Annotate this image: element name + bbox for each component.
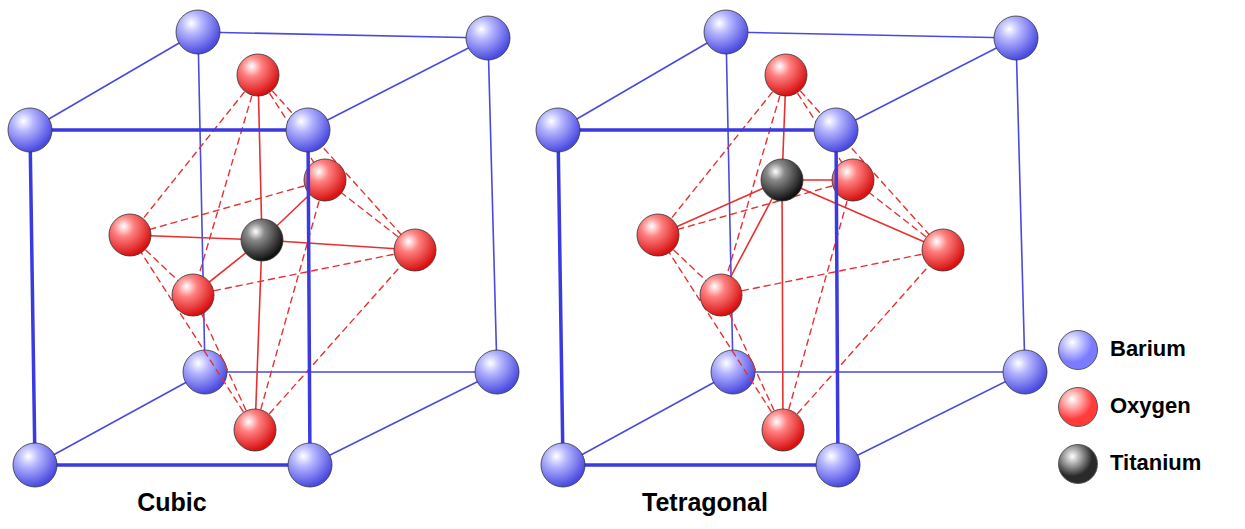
barium-atom <box>1003 350 1047 394</box>
barium-atom <box>536 108 580 152</box>
oxygen-atom <box>637 214 679 256</box>
oxygen-atom <box>234 409 276 451</box>
legend-text: Barium <box>1110 336 1186 362</box>
cube-edge <box>726 32 1016 38</box>
cube-edge <box>836 130 838 465</box>
barium-atom <box>816 443 860 487</box>
barium-atom <box>704 10 748 54</box>
legend-text: Titanium <box>1110 450 1201 476</box>
titanium-atom <box>761 159 803 201</box>
octahedron-edge <box>721 295 783 430</box>
octahedron-edge <box>130 75 258 235</box>
cube-edge <box>1016 38 1025 372</box>
cube-edge <box>310 372 497 465</box>
barium-atom <box>475 350 519 394</box>
cube-edge <box>308 38 488 130</box>
oxygen-atom <box>700 274 742 316</box>
octahedron-edge <box>193 75 258 295</box>
oxygen-atom <box>109 214 151 256</box>
oxygen-atom <box>394 229 436 271</box>
cube-edge <box>838 372 1025 465</box>
titanium-atom <box>241 219 283 261</box>
cube-edge <box>563 372 733 465</box>
barium-atom <box>176 10 220 54</box>
barium-atom <box>711 350 755 394</box>
legend-swatch <box>1058 330 1098 370</box>
cube-edge <box>836 38 1016 130</box>
cube-edge <box>30 128 308 132</box>
ti-o-bond <box>258 75 262 240</box>
oxygen-atom <box>832 159 874 201</box>
oxygen-atom <box>304 159 346 201</box>
structure-label: Tetragonal <box>642 488 768 517</box>
octahedron-edge <box>130 235 255 430</box>
octahedron-edge <box>658 75 786 235</box>
oxygen-atom <box>237 54 279 96</box>
cube-edge <box>558 130 563 465</box>
oxygen-atom <box>765 54 807 96</box>
cube-edge <box>308 130 310 465</box>
cube-edge <box>35 372 205 465</box>
barium-atom <box>814 108 858 152</box>
octahedron-edge <box>255 180 325 430</box>
cube-edge <box>198 32 205 372</box>
cube-edge <box>205 371 497 373</box>
barium-atom <box>8 108 52 152</box>
ti-o-bond <box>782 180 783 430</box>
legend-text: Oxygen <box>1110 393 1191 419</box>
cube-edge <box>30 130 35 465</box>
legend-swatch <box>1058 444 1098 484</box>
octahedron-edge <box>255 250 415 430</box>
octahedron-edge <box>783 180 853 430</box>
cube-edge <box>35 463 310 467</box>
legend-swatch <box>1058 387 1098 427</box>
octahedron-edge <box>258 75 415 250</box>
cube-edge <box>733 371 1025 373</box>
octahedron-edge <box>658 235 783 430</box>
barium-atom <box>466 16 510 60</box>
cube-edge <box>198 32 488 38</box>
barium-atom <box>541 443 585 487</box>
barium-atom <box>288 443 332 487</box>
cube-edge <box>488 38 497 372</box>
barium-atom <box>183 350 227 394</box>
structure-label: Cubic <box>137 488 206 517</box>
oxygen-atom <box>172 274 214 316</box>
cube-edge <box>558 32 726 130</box>
octahedron-edge <box>783 250 943 430</box>
barium-atom <box>13 443 57 487</box>
barium-atom <box>286 108 330 152</box>
cube-edge <box>558 128 836 132</box>
cube-edge <box>30 32 198 130</box>
ti-o-bond <box>262 240 415 250</box>
barium-atom <box>994 16 1038 60</box>
oxygen-atom <box>922 229 964 271</box>
octahedron-edge <box>658 180 853 235</box>
ti-o-bond <box>255 240 262 430</box>
octahedron-edge <box>786 75 943 250</box>
cube-edge <box>563 463 838 467</box>
octahedron-edge <box>193 295 255 430</box>
oxygen-atom <box>762 409 804 451</box>
